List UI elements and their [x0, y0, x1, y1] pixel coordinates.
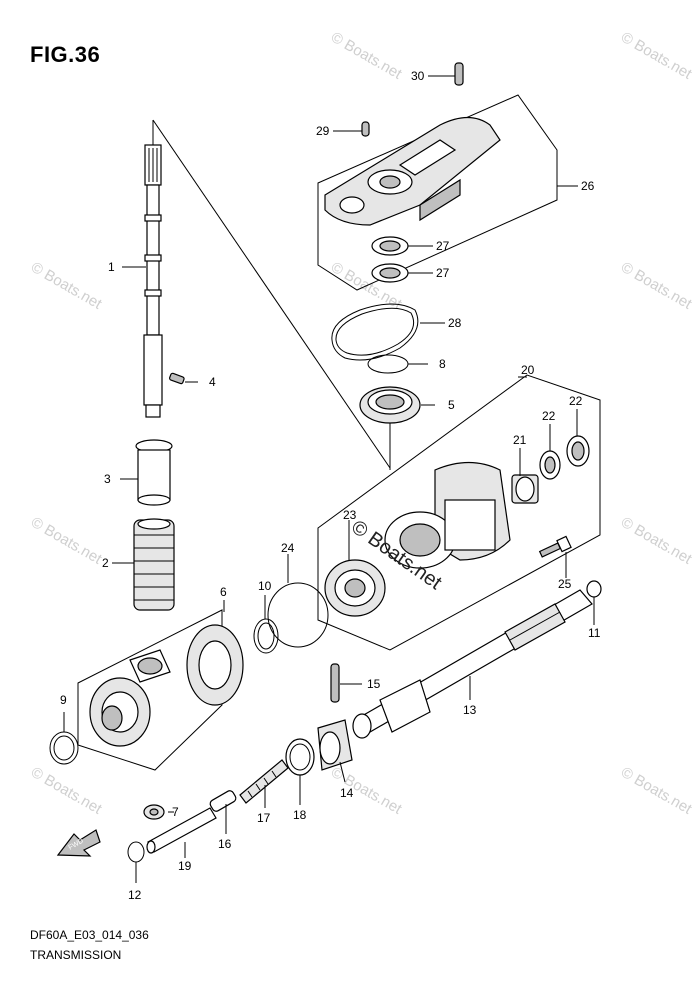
pin-part-4 [169, 372, 185, 385]
callout-7: 7 [172, 805, 179, 819]
shift-rod-part-19 [146, 807, 217, 854]
pin-part-30 [454, 62, 464, 86]
oring-part-24 [267, 582, 329, 648]
callout-27-upper: 27 [436, 239, 450, 253]
callout-11: 11 [588, 626, 601, 640]
shaft-to-housing-line [152, 119, 391, 469]
callout-14: 14 [340, 786, 354, 800]
plunger-part-16 [209, 790, 237, 812]
figure-title: FIG.36 [30, 42, 101, 67]
callout-8: 8 [439, 357, 446, 371]
callout-6: 6 [220, 585, 227, 599]
callout-10: 10 [258, 579, 272, 593]
callout-13: 13 [463, 703, 477, 717]
callout-3: 3 [104, 472, 111, 486]
watermark: © Boats.net [618, 259, 695, 313]
callout-22-outer: 22 [569, 394, 583, 408]
callout-29: 29 [316, 124, 330, 138]
oring-part-8 [367, 354, 409, 374]
callout-2: 2 [102, 556, 109, 570]
nut-part-7 [143, 804, 165, 820]
bellows-part-2 [133, 518, 175, 611]
figure-name: TRANSMISSION [30, 948, 122, 962]
callout-4: 4 [209, 375, 216, 389]
sleeve-part-3 [135, 439, 173, 506]
bearing-part-5 [359, 386, 421, 424]
gasket-part-28 [331, 303, 419, 361]
callout-16: 16 [218, 837, 232, 851]
group-frame-6 [77, 609, 223, 771]
propeller-shaft-part-13 [352, 589, 593, 739]
drive-shaft [143, 120, 163, 418]
bearing-part-21 [511, 474, 539, 504]
fwd-direction-marker: FWD [56, 829, 101, 857]
group-frame-20 [317, 374, 601, 651]
callout-24: 24 [281, 541, 295, 555]
watermark: © Boats.net [28, 514, 105, 568]
callout-22-inner: 22 [542, 409, 556, 423]
callout-1: 1 [108, 260, 115, 274]
watermark: © Boats.net [28, 764, 105, 818]
callout-23: 23 [343, 508, 357, 522]
cover-plate-part-26 [324, 116, 501, 226]
clutch-part-14 [317, 719, 353, 771]
seal-part-27-lower [371, 263, 409, 283]
housing-part-20 [384, 461, 511, 569]
watermark: © Boats.net [328, 29, 405, 83]
callout-19: 19 [178, 859, 192, 873]
seal-part-27-upper [371, 236, 409, 256]
figure-code: DF60A_E03_014_036 [30, 928, 149, 942]
leader-lines [63, 75, 595, 883]
washer-part-10 [253, 618, 279, 654]
gear-part-6 [89, 624, 244, 747]
callout-17: 17 [257, 811, 271, 825]
callout-21: 21 [513, 433, 527, 447]
watermark: © Boats.net [618, 764, 695, 818]
callout-20: 20 [521, 363, 535, 377]
watermark: © Boats.net [618, 29, 695, 83]
callout-15: 15 [367, 677, 381, 691]
group-frame-26 [317, 94, 558, 291]
callout-25: 25 [558, 577, 572, 591]
watermark: © Boats.net [28, 259, 105, 313]
callout-5: 5 [448, 398, 455, 412]
callout-9: 9 [60, 693, 67, 707]
clip-part-11 [586, 580, 602, 598]
pin-part-15 [330, 663, 340, 703]
callout-27-lower: 27 [436, 266, 450, 280]
callout-12: 12 [128, 888, 142, 902]
callout-28: 28 [448, 316, 462, 330]
washer-part-12 [127, 841, 145, 863]
callout-18: 18 [293, 808, 307, 822]
callout-30: 30 [411, 69, 425, 83]
bolt-part-25 [538, 535, 572, 558]
watermark: © Boats.net [618, 514, 695, 568]
spring-part-17 [239, 759, 289, 804]
pin-part-29 [361, 121, 370, 137]
bearing-part-23 [324, 559, 386, 617]
callout-26: 26 [581, 179, 595, 193]
